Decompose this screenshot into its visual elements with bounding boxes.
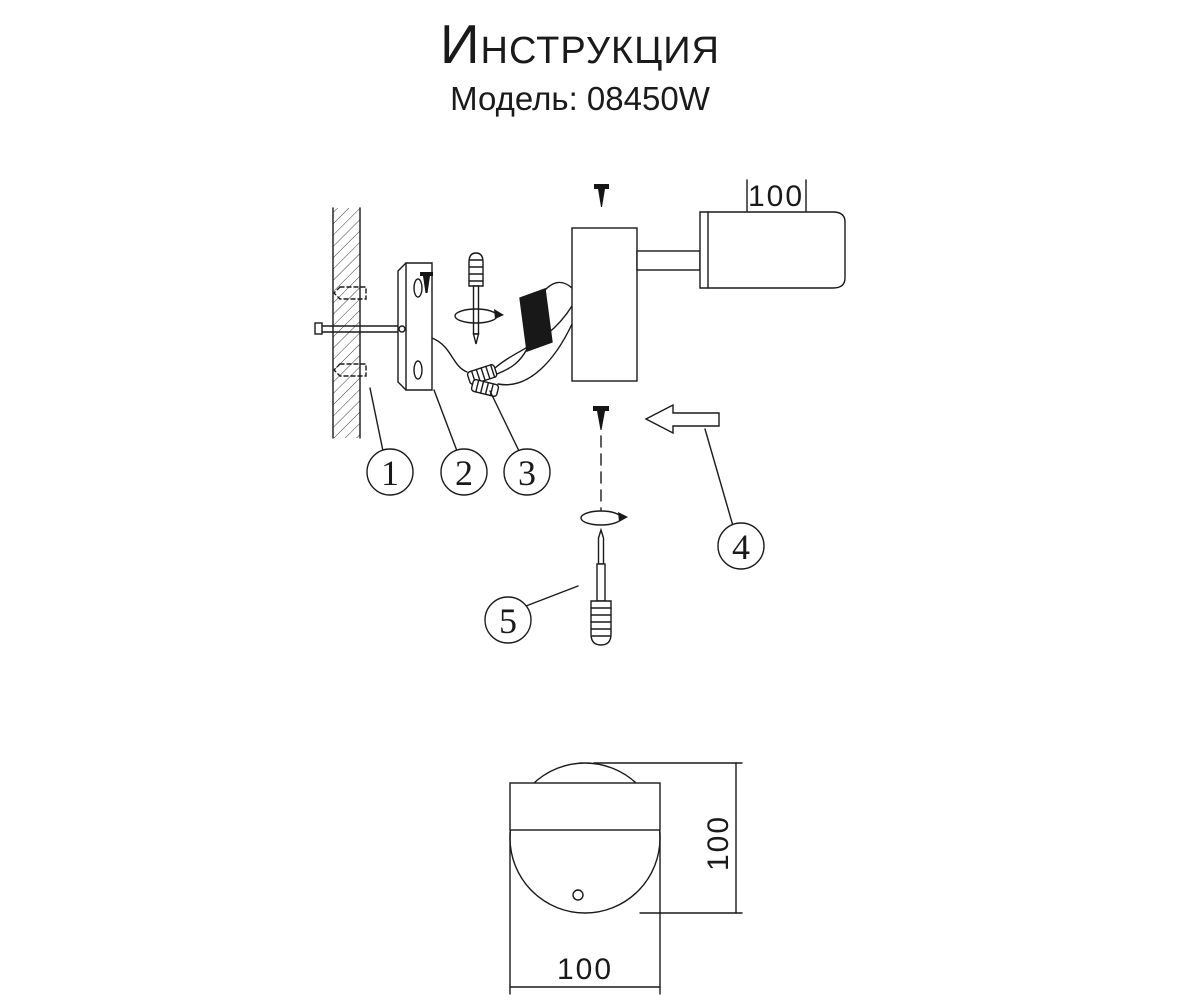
callout-step-3: 3 xyxy=(503,448,551,496)
wire-connector-icon xyxy=(466,364,500,398)
mounting-bracket xyxy=(397,262,433,391)
lamp-shade xyxy=(699,211,846,289)
callout-step-1: 1 xyxy=(366,448,414,496)
height-dimension: 100 xyxy=(593,762,743,914)
lamp-body xyxy=(571,227,638,382)
rotation-arrow-icon xyxy=(580,510,628,526)
callout-4-label: 4 xyxy=(732,527,750,567)
shade-front xyxy=(509,782,661,831)
width-dimension-value: 100 xyxy=(557,953,613,986)
top-screw-icon xyxy=(594,184,609,207)
bracket-screw-icon xyxy=(420,272,433,293)
wall-anchor-icon xyxy=(333,286,367,300)
header: ИНСТРУКЦИЯ Модель: 08450W xyxy=(0,16,1160,118)
wall-anchor-icon xyxy=(333,363,367,377)
lamp-arm xyxy=(636,250,701,271)
callout-leaders xyxy=(369,387,734,607)
installation-diagram: 100 xyxy=(314,179,846,995)
callout-2-label: 2 xyxy=(455,453,473,493)
terminal-box xyxy=(519,288,553,352)
shade-dimension: 100 xyxy=(746,179,807,213)
wall-section xyxy=(332,207,367,439)
callout-step-4: 4 xyxy=(717,522,765,570)
rotation-arrow-icon xyxy=(454,308,504,324)
model-label: Модель: 08450W xyxy=(450,79,710,117)
callout-5-label: 5 xyxy=(499,601,517,641)
callout-step-2: 2 xyxy=(440,448,488,496)
mounting-bolt-icon xyxy=(314,322,403,335)
bottom-screw-icon xyxy=(593,406,609,430)
screwdriver-icon xyxy=(590,527,612,646)
width-dimension: 100 xyxy=(509,831,661,995)
switch-button xyxy=(572,889,584,901)
height-dimension-value: 100 xyxy=(702,815,735,871)
screwdriver-icon xyxy=(468,252,484,345)
shade-dimension-value: 100 xyxy=(748,180,804,213)
direction-arrow-icon xyxy=(644,403,720,435)
front-view: 100 100 xyxy=(509,762,743,995)
callout-step-5: 5 xyxy=(484,596,532,644)
callout-3-label: 3 xyxy=(518,453,536,493)
page-title: ИНСТРУКЦИЯ xyxy=(439,13,721,75)
callout-1-label: 1 xyxy=(381,453,399,493)
